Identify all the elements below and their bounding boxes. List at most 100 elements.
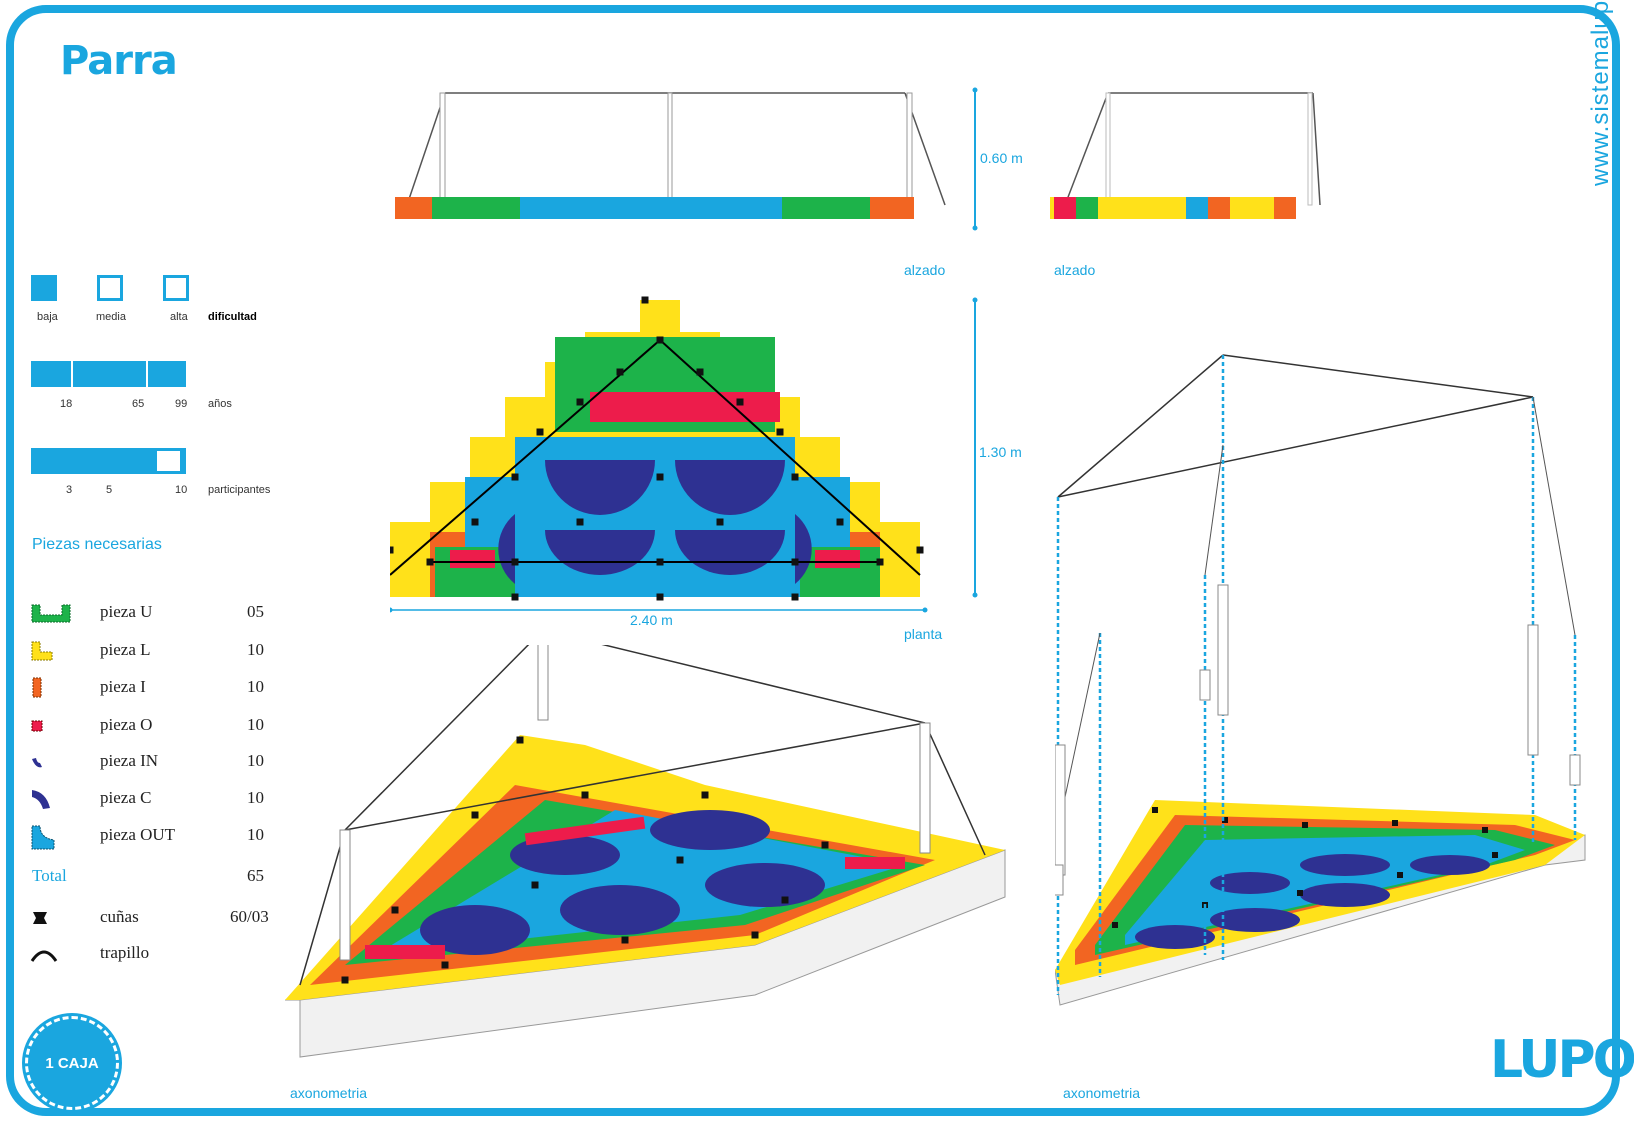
wedge-marker (916, 546, 924, 554)
difficulty-medium-label: media (96, 311, 126, 323)
participants-bar (31, 448, 186, 474)
wedge-marker (511, 473, 519, 481)
wedge-marker (716, 518, 724, 526)
total-label: Total (32, 866, 67, 885)
page-title: Parra (60, 38, 178, 84)
strip-segment (1076, 197, 1098, 219)
wedge-marker (471, 518, 479, 526)
wedge-marker (1397, 872, 1403, 878)
piece-row-in: pieza IN 10 (30, 747, 290, 777)
cord-icon (30, 950, 58, 962)
strip-segment (1208, 197, 1230, 219)
wedge-marker (531, 881, 539, 889)
extra-row-wedges: cuñas 60/03 (30, 903, 290, 933)
side-elevation-drawing (1050, 92, 1321, 219)
wedge-marker (1392, 820, 1398, 826)
piece-out-icon (31, 825, 55, 850)
wedge-marker (616, 368, 624, 376)
piece-count: 10 (247, 825, 264, 844)
page-frame (6, 5, 1620, 1116)
wedge-marker (781, 896, 789, 904)
wedge-marker (1222, 817, 1228, 823)
strip-segment (1054, 197, 1076, 219)
wedge-marker (791, 593, 799, 601)
axonometric-left-label: axonometria (290, 1085, 368, 1101)
depth-dimension (972, 297, 978, 598)
side-elevation-label: alzado (1054, 262, 1096, 278)
strip-segment (395, 197, 432, 219)
piece-count: 10 (247, 640, 264, 659)
piece-row-c: pieza C 10 (30, 784, 290, 814)
wedge-marker (696, 368, 704, 376)
wedge-marker (1152, 807, 1158, 813)
wedge-marker (516, 736, 524, 744)
piece-count: 10 (247, 677, 264, 696)
wedge-marker (821, 841, 829, 849)
piece-l-icon (31, 641, 53, 661)
wedge-marker (471, 811, 479, 819)
height-dimension-label: 0.60 m (980, 150, 1023, 166)
wedge-marker (656, 558, 664, 566)
strip-segment (1230, 197, 1274, 219)
strip-segment (520, 197, 782, 219)
front-elevation-label: alzado (904, 262, 946, 278)
wedge-marker (1492, 852, 1498, 858)
wedge-marker (341, 976, 349, 984)
piece-name: pieza L (100, 640, 151, 659)
lupo-logo: LUPO (1490, 1030, 1634, 1090)
wedge-marker (391, 906, 399, 914)
wedge-marker (641, 296, 649, 304)
piece-name: pieza I (100, 677, 146, 696)
strip-segment (1098, 197, 1186, 219)
extra-name: cuñas (100, 907, 139, 926)
wedge-marker (1302, 822, 1308, 828)
strip-segment (432, 197, 520, 219)
wedge-marker (1297, 890, 1303, 896)
difficulty-high-box (163, 275, 189, 301)
strip-segment (870, 197, 914, 219)
width-dimension-label: 2.40 m (630, 612, 673, 628)
website-url[interactable]: www.sistemalupo.com (1587, 0, 1614, 186)
participants-label: participantes (208, 484, 271, 496)
wedge-marker (511, 558, 519, 566)
piece-name: pieza U (100, 602, 153, 621)
front-elevation-drawing (395, 92, 946, 219)
piece-row-i: pieza I 10 (30, 673, 290, 703)
piece-name: pieza IN (100, 751, 159, 770)
wedge-marker (1482, 827, 1488, 833)
piece-row-u: pieza U 05 (30, 598, 290, 628)
piece-row-o: pieza O 10 (30, 711, 290, 741)
pieces-heading: Piezas necesarias (32, 536, 162, 553)
piece-count: 05 (247, 602, 264, 621)
piece-c-icon (32, 790, 50, 809)
wedge-marker (576, 398, 584, 406)
wedge-marker (656, 593, 664, 601)
piece-i-icon (32, 677, 42, 698)
piece-o-icon (31, 720, 43, 732)
wedge-marker (621, 936, 629, 944)
height-dimension (972, 87, 978, 231)
difficulty-low-label: baja (37, 311, 58, 323)
axonometric-right-label: axonometria (1063, 1085, 1141, 1101)
extra-count: 60/03 (230, 907, 269, 926)
wedge-marker (776, 428, 784, 436)
difficulty-label: dificultad (208, 311, 257, 323)
wedge-marker (426, 558, 434, 566)
axonometric-right-drawing (1055, 354, 1586, 1006)
piece-u-icon (31, 604, 71, 623)
strip-segment (1050, 197, 1054, 219)
wedge-marker (441, 961, 449, 969)
age-tick-65: 65 (132, 398, 145, 410)
wedge-marker (791, 558, 799, 566)
plan-drawing (390, 296, 928, 613)
ages-label: años (208, 398, 232, 410)
axonometric-left-drawing (285, 645, 1006, 1058)
wedge-marker (390, 546, 394, 554)
wedge-marker (736, 398, 744, 406)
box-count-badge: 1 CAJA (25, 1016, 119, 1110)
wedge-marker (676, 856, 684, 864)
piece-count: 10 (247, 751, 264, 770)
age-range-bar (31, 361, 186, 387)
wedge-icon (33, 912, 47, 924)
strip-segment (1186, 197, 1208, 219)
